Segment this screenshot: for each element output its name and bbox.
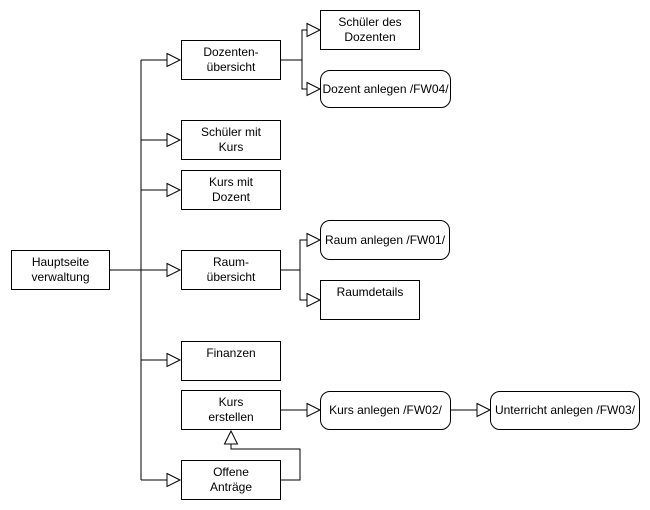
node-label-dozenten-uebersicht: Dozenten- übersicht <box>203 45 259 74</box>
node-label-kurs-erstellen: Kurs erstellen <box>208 395 254 424</box>
arrowhead-icon <box>166 52 182 68</box>
edge-raum-uebersicht-to-raumdetails <box>281 269 307 301</box>
node-label-raumdetails: Raumdetails <box>336 285 404 299</box>
arrowhead-icon <box>166 182 182 198</box>
node-kurs-erstellen: Kurs erstellen <box>181 390 281 430</box>
node-label-finanzen: Finanzen <box>206 346 256 360</box>
node-label-offene-antraege: Offene Anträge <box>209 465 253 494</box>
node-label-raum-anlegen: Raum anlegen /FW01/ <box>324 232 446 247</box>
node-finanzen: Finanzen <box>181 341 281 381</box>
node-label-kurs-anlegen: Kurs anlegen /FW02/ <box>329 403 442 417</box>
arrowhead-icon <box>223 429 239 445</box>
node-offene-antraege: Offene Anträge <box>181 460 281 500</box>
edge-raum-uebersicht-to-raum-anlegen <box>281 239 307 271</box>
edge-dozenten-uebersicht-to-schueler-des-dozenten <box>281 29 307 61</box>
arrowhead-icon <box>306 232 322 248</box>
node-unterricht-anlegen: Unterricht anlegen /FW03/ <box>490 391 640 430</box>
node-raum-anlegen: Raum anlegen /FW01/ <box>320 220 450 260</box>
arrowhead-icon <box>476 402 492 418</box>
node-label-unterricht-anlegen: Unterricht anlegen /FW03/ <box>494 403 636 417</box>
arrowhead-icon <box>166 352 182 368</box>
arrowhead-icon <box>306 22 322 38</box>
node-label-dozent-anlegen: Dozent anlegen /FW04/ <box>322 81 449 96</box>
node-schueler-mit-kurs: Schüler mit Kurs <box>181 120 281 160</box>
node-label-raum-uebersicht: Raum- übersicht <box>206 255 256 284</box>
arrowhead-icon <box>306 292 322 308</box>
node-raum-uebersicht: Raum- übersicht <box>181 250 281 290</box>
arrowhead-icon <box>166 472 182 488</box>
arrowhead-icon <box>306 402 322 418</box>
node-schueler-des-dozenten: Schüler des Dozenten <box>320 10 420 50</box>
arrowhead-icon <box>166 132 182 148</box>
node-label-schueler-des-dozenten: Schüler des Dozenten <box>338 15 402 44</box>
node-label-schueler-mit-kurs: Schüler mit Kurs <box>200 125 262 154</box>
node-dozenten-uebersicht: Dozenten- übersicht <box>181 40 281 80</box>
arrowhead-icon <box>306 81 322 97</box>
node-dozent-anlegen: Dozent anlegen /FW04/ <box>320 70 451 108</box>
node-raumdetails: Raumdetails <box>320 280 420 320</box>
node-hauptseite-verwaltung: Hauptseite verwaltung <box>11 250 110 290</box>
edge-offene-antraege-to-kurs-erstellen <box>230 444 301 481</box>
node-kurs-mit-dozent: Kurs mit Dozent <box>181 170 281 210</box>
arrowhead-icon <box>166 262 182 278</box>
node-label-hauptseite-verwaltung: Hauptseite verwaltung <box>31 255 90 284</box>
node-kurs-anlegen: Kurs anlegen /FW02/ <box>320 391 451 430</box>
node-label-kurs-mit-dozent: Kurs mit Dozent <box>208 175 253 204</box>
edge-dozenten-uebersicht-to-dozent-anlegen <box>281 59 307 90</box>
